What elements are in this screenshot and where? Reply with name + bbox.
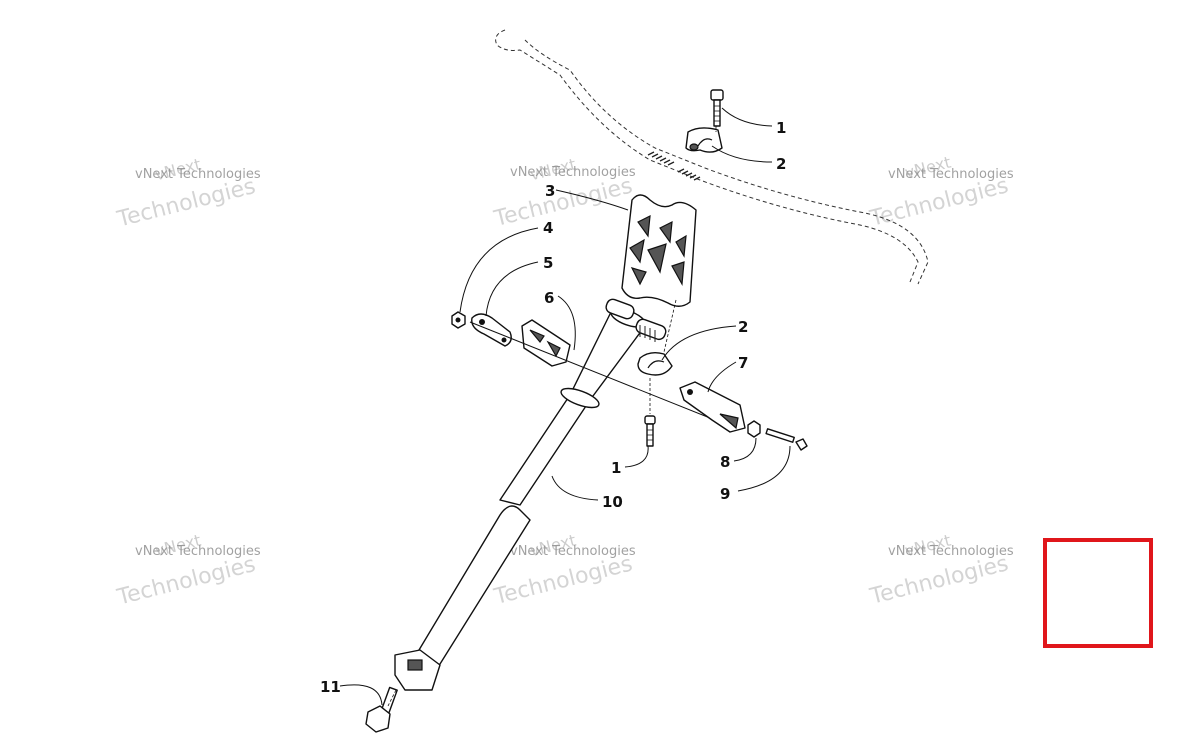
svg-text:Technologies: Technologies xyxy=(491,174,635,233)
callout-1-bottom: 1 xyxy=(611,459,621,477)
svg-text:vNext Technologies: vNext Technologies xyxy=(135,544,261,559)
bolt-top xyxy=(710,89,724,127)
watermark-top-right: vNext vNext Technologies Technologies xyxy=(867,153,1014,232)
callout-4: 4 xyxy=(543,219,553,237)
watermark-group: vNext vNext Technologies Technologies vN… xyxy=(114,153,1014,611)
watermark-bottom-right: vNext vNext Technologies Technologies xyxy=(867,531,1014,610)
handlebar-knurl xyxy=(647,151,701,181)
svg-text:vNext Technologies: vNext Technologies xyxy=(888,167,1014,182)
callout-6: 6 xyxy=(544,289,554,307)
riser-block xyxy=(621,194,697,307)
leader-lines xyxy=(339,107,791,707)
svg-text:Technologies: Technologies xyxy=(867,551,1011,610)
callout-8: 8 xyxy=(720,453,730,471)
clamp-cap-top xyxy=(685,127,723,153)
bolt-lower xyxy=(644,415,656,447)
link-arm xyxy=(471,313,512,347)
svg-text:vNext Technologies: vNext Technologies xyxy=(510,165,636,180)
callout-1-top: 1 xyxy=(776,119,786,137)
svg-text:Technologies: Technologies xyxy=(491,552,635,611)
steering-post xyxy=(394,298,667,691)
callout-10: 10 xyxy=(602,493,623,511)
svg-text:Technologies: Technologies xyxy=(867,173,1011,232)
watermark-bottom-left: vNext vNext Technologies Technologies xyxy=(114,531,261,611)
nut-right xyxy=(747,420,761,438)
bracket-right xyxy=(679,381,746,433)
handlebar-outline xyxy=(495,29,929,285)
watermark-top-center: vNext vNext Technologies Technologies xyxy=(491,155,636,233)
nut-left xyxy=(451,311,466,329)
callout-3: 3 xyxy=(545,182,555,200)
watermark-top-left: vNext vNext Technologies Technologies xyxy=(114,155,261,233)
callout-5: 5 xyxy=(543,254,553,272)
highlight-box xyxy=(1043,538,1153,648)
svg-text:Technologies: Technologies xyxy=(114,174,258,233)
callout-2-mid: 2 xyxy=(738,318,748,336)
callout-labels: 1 2 3 4 5 6 2 7 1 8 9 10 11 xyxy=(320,119,786,696)
bolt-bottom xyxy=(365,686,398,733)
callout-11: 11 xyxy=(320,678,341,696)
clamp-lower xyxy=(637,351,673,376)
bracket-left xyxy=(521,319,571,367)
svg-text:vNext Technologies: vNext Technologies xyxy=(888,544,1014,559)
callout-7: 7 xyxy=(738,354,748,372)
svg-text:vNext Technologies: vNext Technologies xyxy=(510,544,636,559)
svg-text:Technologies: Technologies xyxy=(114,552,258,611)
callout-9: 9 xyxy=(720,485,730,503)
bolt-right xyxy=(765,428,808,451)
callout-2-top: 2 xyxy=(776,155,786,173)
svg-text:vNext Technologies: vNext Technologies xyxy=(135,167,261,182)
